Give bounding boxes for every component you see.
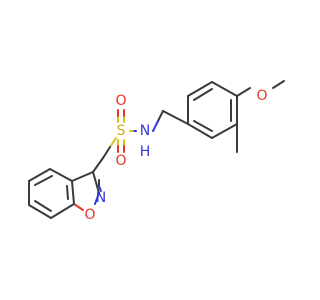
- isoxazole-nitrogen-label: N: [96, 190, 106, 206]
- sulfonyl-oxygen-bottom-label: O: [115, 153, 126, 169]
- sulfur-label: S: [117, 123, 126, 139]
- amide-nitrogen-label: N: [140, 123, 150, 139]
- anisole-ring: [187, 81, 238, 139]
- isoxazole-oxygen-label: O: [84, 207, 95, 223]
- background: [0, 0, 300, 300]
- sulfonyl-double-bond-top: [117, 109, 125, 123]
- methylene-linker: [92, 137, 117, 173]
- methoxy-group: O: [236, 80, 285, 104]
- molecule-structure: O N H S O O: [0, 0, 300, 300]
- amide-hydrogen-label: H: [140, 144, 151, 160]
- benzisoxazole-ring: [28, 168, 102, 219]
- sulfonyl-oxygen-top-label: O: [115, 93, 126, 109]
- methoxy-oxygen-label: O: [256, 88, 267, 104]
- benzyl-linker: [152, 110, 189, 132]
- sulfonyl-double-bond-bottom: [117, 139, 125, 153]
